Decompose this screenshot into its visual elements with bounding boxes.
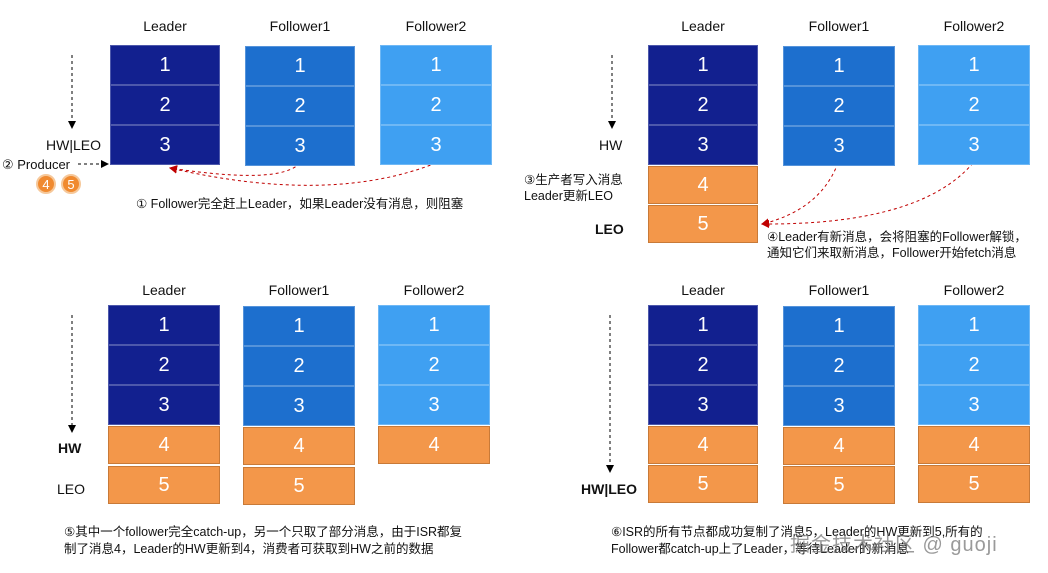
panel3-follower2-msg-4: 4 xyxy=(378,426,490,464)
panel4-follower2-msg-5: 5 xyxy=(918,465,1030,503)
panel4-follower1-msg-3: 3 xyxy=(783,386,895,426)
panel1-follower1-msg-1: 1 xyxy=(245,46,355,86)
panel2-leader-msg-1: 1 xyxy=(648,45,758,85)
panel2-leader-msg-5: 5 xyxy=(648,205,758,243)
panel2-left-caption-line1: ③生产者写入消息 xyxy=(524,173,623,187)
producer-msg-badge-5: 5 xyxy=(61,174,81,194)
panel4-follower1-msg-1: 1 xyxy=(783,306,895,346)
panel3-follower1-msg-1: 1 xyxy=(243,306,355,346)
panel2-leader-msg-2: 2 xyxy=(648,85,758,125)
panel1-leader-msg-2: 2 xyxy=(110,85,220,125)
panel1-caption: ① Follower完全赶上Leader，如果Leader没有消息，则阻塞 xyxy=(136,197,464,211)
panel4-leader-msg-4: 4 xyxy=(648,426,758,464)
panel2-left-caption-line2: Leader更新LEO xyxy=(524,189,613,203)
panel3-follower1-msg-5: 5 xyxy=(243,467,355,505)
watermark: 掘金技术社区 @ guoji xyxy=(790,534,998,556)
panel1-follower1-header: Follower1 xyxy=(269,18,331,34)
panel4-leader-msg-5: 5 xyxy=(648,465,758,503)
panel3-leader-msg-5: 5 xyxy=(108,466,220,504)
panel4-follower2-header: Follower2 xyxy=(943,282,1005,298)
panel3-leader-header: Leader xyxy=(142,282,186,298)
panel3-caption-line1: ⑤其中一个follower完全catch-up，另一个只取了部分消息，由于ISR… xyxy=(64,525,463,539)
panel3-follower2-msg-3: 3 xyxy=(378,385,490,425)
panel3-follower1-header: Follower1 xyxy=(268,282,330,298)
panel4-follower1-msg-2: 2 xyxy=(783,346,895,386)
panel2-right-caption-line1: ④Leader有新消息，会将阻塞的Follower解锁， xyxy=(767,230,1027,244)
panel4-follower1-header: Follower1 xyxy=(808,282,870,298)
panel2-fetch-arrow-f2 xyxy=(761,162,974,229)
panel3-follower1-msg-2: 2 xyxy=(243,346,355,386)
panel1-fetch-arrow-f2 xyxy=(169,162,437,186)
panel4-follower2-msg-2: 2 xyxy=(918,345,1030,385)
panel1-follower1-msg-3: 3 xyxy=(245,126,355,166)
panel4-leader-msg-1: 1 xyxy=(648,305,758,345)
panel2-follower2-header: Follower2 xyxy=(943,18,1005,34)
panel4-caption-line2: Follower都catch-up上了Leader，等待Leader的新消息 xyxy=(611,542,910,556)
panel2-follower1-msg-1: 1 xyxy=(783,46,895,86)
panel3-follower2-header: Follower2 xyxy=(403,282,465,298)
panel2-right-caption-line2: 通知它们来取新消息，Follower开始fetch消息 xyxy=(767,246,1017,260)
panel2-fetch-arrow-f1 xyxy=(761,162,839,227)
panel2-leader-msg-3: 3 xyxy=(648,125,758,165)
panel3-leader-msg-1: 1 xyxy=(108,305,220,345)
panel4-caption-line1: ⑥ISR的所有节点都成功复制了消息5，Leader的HW更新到5,所有的 xyxy=(611,525,983,539)
panel1-leader-header: Leader xyxy=(143,18,187,34)
panel1-fetch-arrow-f1 xyxy=(169,162,301,176)
panel3-follower1-msg-3: 3 xyxy=(243,386,355,426)
panel3-leader-msg-3: 3 xyxy=(108,385,220,425)
panel2-follower2-msg-3: 3 xyxy=(918,125,1030,165)
panel1-follower2-header: Follower2 xyxy=(405,18,467,34)
panel1-hwleo-label: HW|LEO xyxy=(46,137,101,153)
panel2-follower2-msg-1: 1 xyxy=(918,45,1030,85)
panel1-leader-msg-1: 1 xyxy=(110,45,220,85)
panel4-follower1-msg-5: 5 xyxy=(783,466,895,504)
producer-msg-badge-4: 4 xyxy=(36,174,56,194)
panel2-leader-msg-4: 4 xyxy=(648,166,758,204)
producer-label: ② Producer xyxy=(2,157,71,172)
panel3-caption-line2: 制了消息4，Leader的HW更新到4，消费者可获取到HW之前的数据 xyxy=(64,542,434,556)
panel3-leader-msg-2: 2 xyxy=(108,345,220,385)
panel1-leader-msg-3: 3 xyxy=(110,125,220,165)
panel2-follower1-msg-3: 3 xyxy=(783,126,895,166)
panel4-follower2-msg-4: 4 xyxy=(918,426,1030,464)
panel4-hwleo-label: HW|LEO xyxy=(581,481,638,497)
panel3-hw-label: HW xyxy=(58,440,82,456)
panel4-follower1-msg-4: 4 xyxy=(783,427,895,465)
panel1-follower2-msg-1: 1 xyxy=(380,45,492,85)
panel4-follower2-msg-3: 3 xyxy=(918,385,1030,425)
panel2-hw-label: HW xyxy=(599,137,623,153)
panel1-follower2-msg-3: 3 xyxy=(380,125,492,165)
panel2-follower1-header: Follower1 xyxy=(808,18,870,34)
panel4-leader-header: Leader xyxy=(681,282,725,298)
panel2-follower1-msg-2: 2 xyxy=(783,86,895,126)
panel2-leo-label: LEO xyxy=(595,221,624,237)
panel3-follower1-msg-4: 4 xyxy=(243,427,355,465)
panel3-leader-msg-4: 4 xyxy=(108,426,220,464)
panel4-leader-msg-2: 2 xyxy=(648,345,758,385)
panel3-follower2-msg-1: 1 xyxy=(378,305,490,345)
panel3-leo-label: LEO xyxy=(57,481,86,497)
panel2-leader-header: Leader xyxy=(681,18,725,34)
panel1-follower1-msg-2: 2 xyxy=(245,86,355,126)
panel4-leader-msg-3: 3 xyxy=(648,385,758,425)
panel4-follower2-msg-1: 1 xyxy=(918,305,1030,345)
panel2-follower2-msg-2: 2 xyxy=(918,85,1030,125)
panel1-follower2-msg-2: 2 xyxy=(380,85,492,125)
panel3-follower2-msg-2: 2 xyxy=(378,345,490,385)
